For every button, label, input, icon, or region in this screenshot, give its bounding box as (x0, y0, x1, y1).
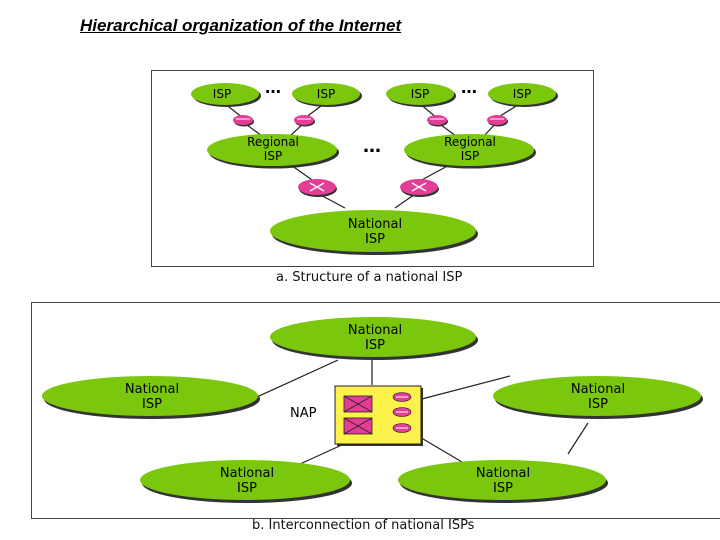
ellipsis: … (363, 136, 381, 157)
national-label-line1: National (476, 466, 530, 481)
regional-isp-node: Regional ISP (404, 134, 536, 169)
caption-interconnection: b. Interconnection of national ISPs (252, 518, 475, 533)
national-label-line2: ISP (237, 481, 257, 496)
national-isp-node: National ISP (270, 317, 478, 360)
regional-label-line2: ISP (264, 149, 282, 163)
isp-label: ISP (411, 87, 429, 101)
structure-frame (151, 70, 594, 267)
router-icon (233, 115, 254, 127)
regional-label-line1: Regional (444, 135, 496, 149)
national-label-line2: ISP (493, 481, 513, 496)
isp-label: ISP (317, 87, 335, 101)
isp-node: ISP (488, 83, 558, 107)
isp-node: ISP (191, 83, 261, 107)
isp-label: ISP (513, 87, 531, 101)
isp-label: ISP (213, 87, 231, 101)
national-label-line2: ISP (365, 232, 385, 247)
national-isp-node: National ISP (398, 460, 608, 503)
router-icon (392, 423, 412, 433)
isp-node: ISP (292, 83, 362, 107)
national-label-line1: National (348, 323, 402, 338)
national-isp-node: National ISP (270, 210, 478, 255)
regional-label-line1: Regional (247, 135, 299, 149)
national-label-line2: ISP (588, 397, 608, 412)
ellipsis: … (265, 78, 281, 97)
nap-box (334, 385, 423, 446)
national-label-line1: National (348, 217, 402, 232)
router-icon (400, 179, 439, 197)
national-isp-node: National ISP (42, 376, 260, 419)
router-icon (294, 115, 315, 127)
regional-isp-node: Regional ISP (207, 134, 339, 169)
regional-label-line2: ISP (461, 149, 479, 163)
router-icon (392, 392, 412, 402)
national-label-line1: National (220, 466, 274, 481)
switch-icon (343, 417, 373, 435)
router-icon (487, 115, 508, 127)
isp-node: ISP (386, 83, 456, 107)
national-isp-node: National ISP (140, 460, 352, 503)
national-isp-node: National ISP (493, 376, 703, 419)
national-label-line2: ISP (365, 338, 385, 353)
router-icon (392, 407, 412, 417)
nap-label: NAP (290, 406, 317, 421)
national-label-line2: ISP (142, 397, 162, 412)
national-label-line1: National (125, 382, 179, 397)
interconnection-frame (31, 302, 720, 519)
ellipsis: … (461, 78, 477, 97)
caption-structure: a. Structure of a national ISP (276, 270, 463, 285)
national-label-line1: National (571, 382, 625, 397)
page-title: Hierarchical organization of the Interne… (80, 16, 402, 35)
router-icon (298, 179, 337, 197)
switch-icon (343, 395, 373, 413)
router-icon (427, 115, 448, 127)
